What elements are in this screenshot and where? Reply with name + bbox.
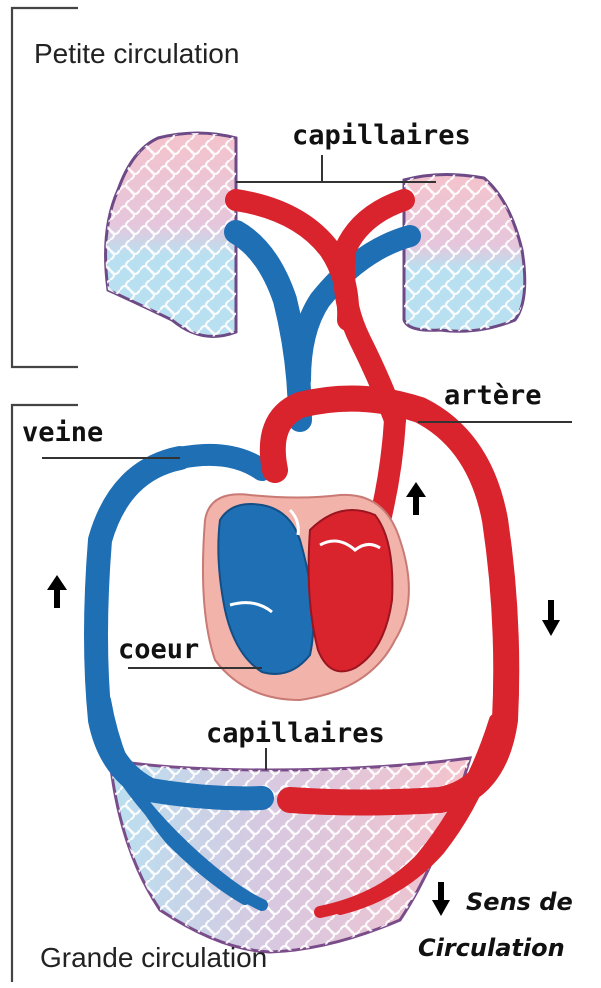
arrow-down-icon <box>542 600 560 636</box>
coeur-label: coeur <box>118 634 199 665</box>
petite-circulation-label: Petite circulation <box>34 38 239 69</box>
arrow-up-icon <box>47 575 67 608</box>
arrow-down-icon <box>432 882 450 916</box>
veine-label: veine <box>22 417 103 448</box>
legend-line1: Sens de <box>466 888 573 916</box>
arrow-up-icon <box>406 482 426 515</box>
heart <box>203 494 409 700</box>
capillaires-bottom-label: capillaires <box>206 718 385 749</box>
legend-line2: Circulation <box>418 934 565 962</box>
artere-label: artère <box>444 380 542 411</box>
right-lung <box>404 174 525 331</box>
grande-circulation-label: Grande circulation <box>40 942 267 973</box>
grande-circulation-bracket <box>12 405 78 982</box>
left-lung <box>106 133 236 336</box>
capillaires-top-label: capillaires <box>292 120 471 151</box>
